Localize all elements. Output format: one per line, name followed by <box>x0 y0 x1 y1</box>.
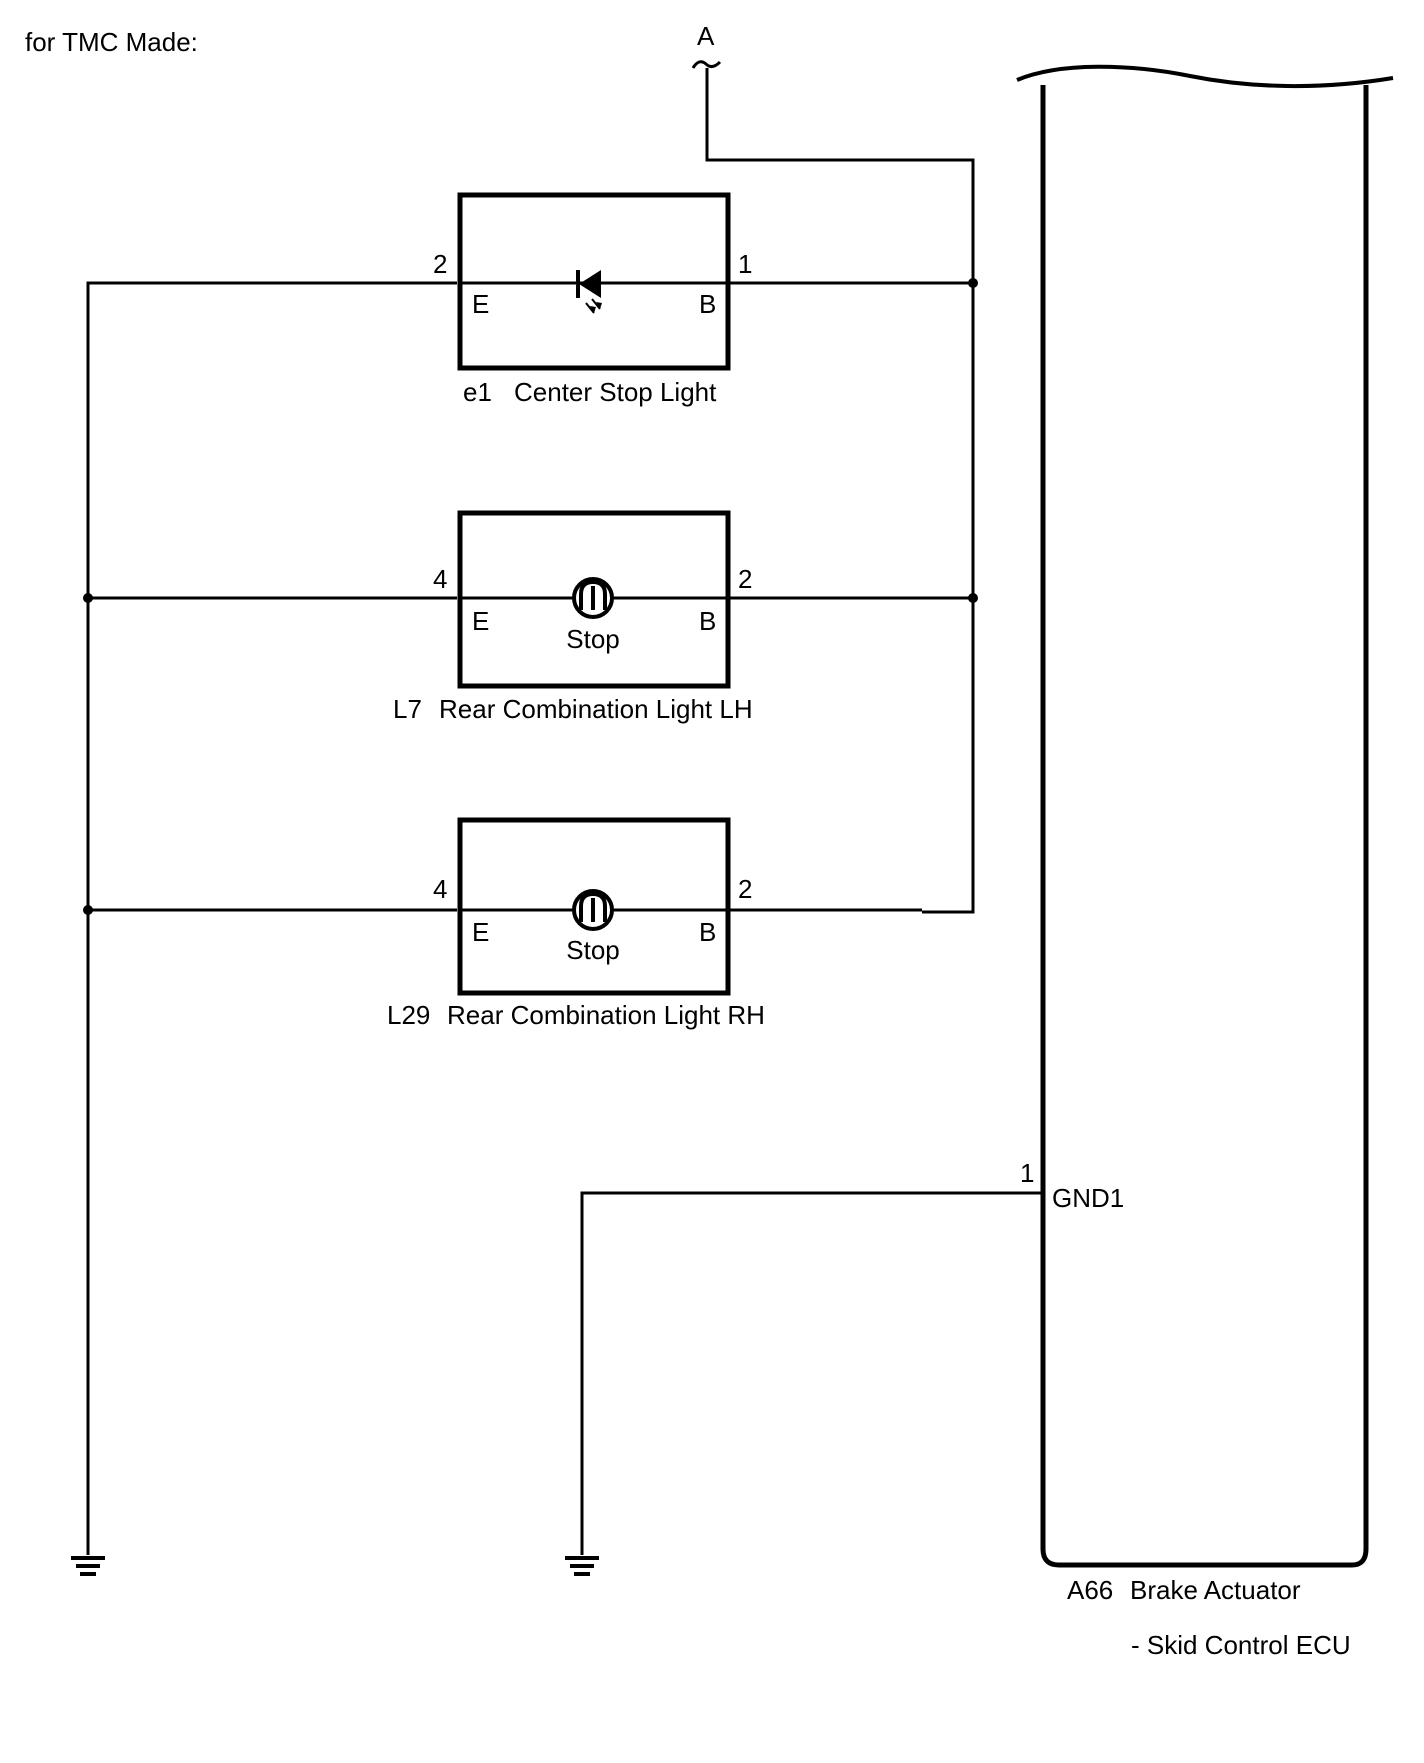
ground-icon <box>71 1556 105 1576</box>
component-l29-id: L29 <box>387 1000 430 1030</box>
component-a66-subname: - Skid Control ECU <box>1131 1630 1351 1660</box>
terminal-b-label: B <box>699 917 716 947</box>
component-a66: 1 GND1 A66 Brake Actuator - Skid Control… <box>1016 64 1394 1660</box>
ecu-outline <box>1040 85 1369 1568</box>
ecu-pin-number: 1 <box>1020 1158 1034 1188</box>
pin-number-left: 4 <box>433 874 447 904</box>
component-e1: 2 1 E B e1 Center Stop Light <box>433 192 752 407</box>
splice-point <box>83 593 93 603</box>
bulb-function-label: Stop <box>566 624 620 654</box>
bulb-icon <box>572 889 614 931</box>
terminal-e-label: E <box>472 917 489 947</box>
connector-a-label: A <box>697 21 715 51</box>
component-e1-id: e1 <box>463 377 492 407</box>
bulb-function-label: Stop <box>566 935 620 965</box>
splice-point <box>968 593 978 603</box>
ecu-break-line <box>1016 64 1394 89</box>
component-l7: 4 2 E B Stop L7 Rear Combination Light L… <box>393 510 753 724</box>
component-a66-id: A66 <box>1067 1575 1113 1605</box>
pin-number-right: 2 <box>738 874 752 904</box>
terminal-e-label: E <box>472 606 489 636</box>
pin-number-left: 4 <box>433 564 447 594</box>
splice-point <box>968 278 978 288</box>
splice-point <box>83 905 93 915</box>
ground-icon <box>565 1556 599 1576</box>
terminal-b-label: B <box>699 606 716 636</box>
component-l7-id: L7 <box>393 694 422 724</box>
component-e1-name: Center Stop Light <box>514 377 717 407</box>
connector-a-break-symbol <box>691 60 722 69</box>
component-a66-name: Brake Actuator <box>1130 1575 1301 1605</box>
pin-number-right: 1 <box>738 249 752 279</box>
bulb-icon <box>572 577 614 619</box>
component-l7-name: Rear Combination Light LH <box>439 694 753 724</box>
terminal-b-label: B <box>699 289 716 319</box>
ecu-terminal-label: GND1 <box>1052 1183 1124 1213</box>
diagram-header: for TMC Made: <box>25 27 198 57</box>
component-l29: 4 2 E B Stop L29 Rear Combination Light … <box>387 817 765 1030</box>
pin-number-left: 2 <box>433 249 447 279</box>
ground-bus-left <box>86 281 457 1555</box>
power-wire-a <box>705 68 975 914</box>
gnd1-wire <box>580 1191 1043 1555</box>
component-l29-box <box>457 817 731 996</box>
led-icon <box>576 270 602 314</box>
component-l29-name: Rear Combination Light RH <box>447 1000 765 1030</box>
pin-number-right: 2 <box>738 564 752 594</box>
terminal-e-label: E <box>472 289 489 319</box>
